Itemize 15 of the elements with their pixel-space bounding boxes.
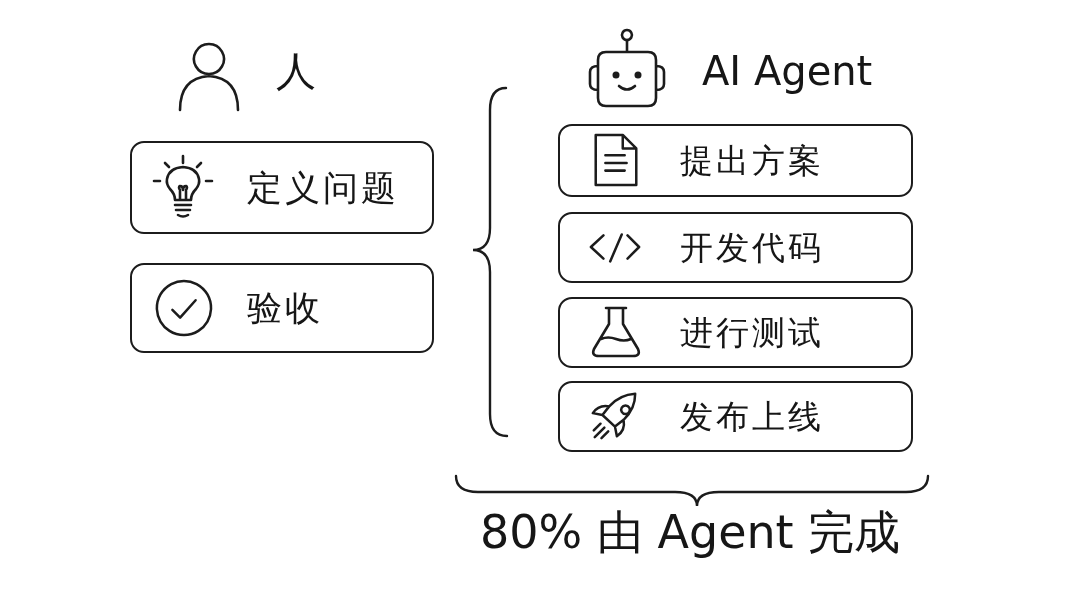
step-text: 发布上线 (680, 397, 824, 436)
step-text: 验收 (247, 287, 323, 329)
process-box (558, 381, 913, 452)
process-box (558, 297, 913, 368)
summary-text: 80% 由 Agent 完成 (480, 506, 901, 559)
column-heading: 人 (276, 48, 316, 94)
process-box (558, 212, 913, 283)
step-text: 进行测试 (680, 313, 824, 352)
step-text: 提出方案 (680, 141, 824, 180)
process-box (130, 141, 434, 234)
step-text: 开发代码 (680, 228, 824, 267)
step-text: 定义问题 (247, 167, 399, 208)
column-heading: AI Agent (702, 48, 873, 94)
process-box (130, 263, 434, 353)
process-box (558, 124, 913, 197)
